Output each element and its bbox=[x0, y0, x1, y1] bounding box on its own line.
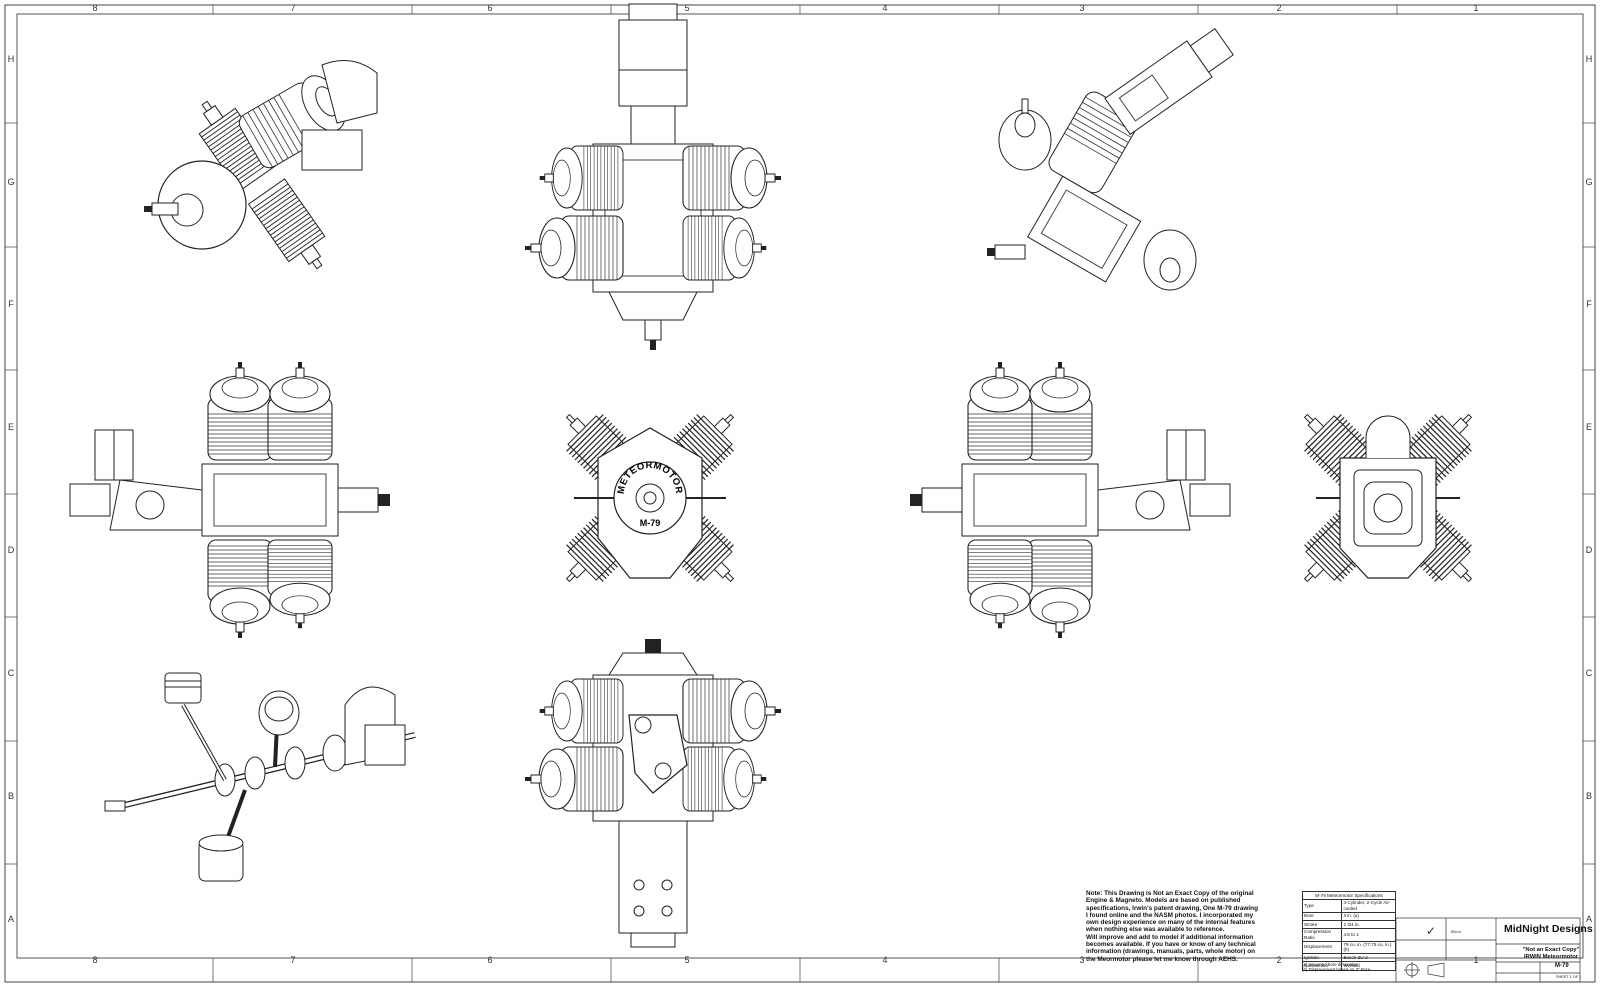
spec-footnotes: (a) Assumed bore dimension (b) Displacem… bbox=[1302, 962, 1396, 972]
zone-column-label: 4 bbox=[882, 955, 888, 965]
exploded-view-internals bbox=[104, 672, 416, 882]
zone-row-label: E bbox=[1585, 422, 1592, 432]
zone-column-label: 7 bbox=[290, 3, 296, 13]
spec-value: 2 3/4 in. bbox=[1341, 919, 1396, 930]
zone-row-label: G bbox=[1585, 177, 1593, 187]
spec-value: 4.8 to 1 bbox=[1341, 928, 1396, 942]
zone-row-label: G bbox=[7, 177, 15, 187]
drawing-note: Note: This Drawing is Not an Exact Copy … bbox=[1086, 890, 1286, 963]
zone-row-label: A bbox=[7, 914, 14, 924]
zone-column-label: 5 bbox=[684, 3, 690, 13]
drawn-by-name: JBlend bbox=[1450, 930, 1461, 934]
isometric-view-front bbox=[144, 60, 378, 281]
company-name: MidNight Designs bbox=[1504, 923, 1593, 935]
note-line: Will improve and add to model if additio… bbox=[1086, 933, 1254, 941]
note-line: I found online and the NASM photos. I in… bbox=[1086, 911, 1254, 919]
zone-row-label: C bbox=[1585, 668, 1593, 678]
spec-value: Bosch ZU-2 bbox=[1341, 952, 1396, 963]
zone-row-label: E bbox=[7, 422, 14, 432]
zone-row-label: H bbox=[1585, 54, 1593, 64]
approval-check-icon: ✓ bbox=[1426, 924, 1437, 938]
top-view bbox=[524, 3, 782, 350]
zone-column-label: 6 bbox=[487, 955, 493, 965]
zone-column-label: 1 bbox=[1473, 955, 1479, 965]
zone-row-label: B bbox=[7, 791, 14, 801]
spec-value: 3 in. (a) bbox=[1341, 911, 1396, 921]
zone-row-label: F bbox=[1586, 299, 1592, 309]
note-line: information (drawings, manuals, parts, w… bbox=[1086, 948, 1256, 956]
note-line: Note: This Drawing is Not an Exact Copy … bbox=[1086, 890, 1254, 897]
note-line: own design experience on many of the int… bbox=[1086, 919, 1256, 927]
note-line: specifications, Irwin's patent drawing, … bbox=[1086, 904, 1258, 912]
zone-column-label: 8 bbox=[92, 3, 98, 13]
footnote: (b) Displacement based on 3" Bore bbox=[1302, 967, 1371, 972]
rear-view-x bbox=[1286, 396, 1490, 600]
zone-column-label: 6 bbox=[487, 3, 493, 13]
bottom-view bbox=[524, 639, 782, 948]
zone-column-label: 3 bbox=[1079, 3, 1085, 13]
side-view-right bbox=[910, 361, 1231, 639]
drawing-title-line1: "Not an Exact Copy" bbox=[1522, 947, 1580, 953]
isometric-view-rear bbox=[987, 27, 1234, 291]
spec-label: Displacement bbox=[1301, 940, 1343, 954]
zone-column-label: 1 bbox=[1473, 3, 1479, 13]
footnote: (a) Assumed bore dimension bbox=[1302, 962, 1358, 967]
zone-column-label: 7 bbox=[290, 955, 296, 965]
note-line: the Meormotor please let me know through… bbox=[1086, 955, 1238, 963]
sheet-border bbox=[4, 4, 1596, 983]
engine-model-label: M-79 bbox=[640, 518, 661, 528]
spec-label: Compression Ratio bbox=[1301, 928, 1343, 942]
sheet-number: SHEET 1 OF 1 bbox=[1556, 975, 1582, 979]
zone-column-label: 2 bbox=[1276, 955, 1282, 965]
side-view-left bbox=[69, 361, 390, 639]
spec-label: Bore bbox=[1301, 911, 1343, 921]
zone-column-label: 2 bbox=[1276, 3, 1282, 13]
spec-label: Ignition bbox=[1301, 952, 1343, 963]
spec-value: 4-Cylinder, 2-Cycle Air-cooled bbox=[1341, 899, 1396, 913]
zone-row-label: A bbox=[1585, 914, 1592, 924]
zone-row-label: F bbox=[8, 299, 14, 309]
zone-row-label: D bbox=[1585, 545, 1593, 555]
zone-row-label: C bbox=[7, 668, 15, 678]
zone-column-label: 3 bbox=[1079, 955, 1085, 965]
zone-row-label: D bbox=[7, 545, 15, 555]
drawing-title-line2: IRWIN Meteormotor bbox=[1524, 954, 1578, 960]
spec-value: Winfield bbox=[1341, 961, 1396, 971]
specs-title: M-79 Meteormotor Specifications bbox=[1302, 890, 1396, 901]
zone-column-label: 5 bbox=[684, 955, 690, 965]
title-block-frame bbox=[1395, 917, 1581, 983]
note-line: when nothing else was available to refer… bbox=[1086, 926, 1225, 934]
note-line: Engine & Magneto. Models are based on pu… bbox=[1086, 897, 1241, 905]
spec-label: Stroke bbox=[1301, 919, 1343, 930]
zone-column-label: 4 bbox=[882, 3, 888, 13]
zone-row-label: H bbox=[7, 54, 15, 64]
note-line: becomes available. If you have or know o… bbox=[1086, 941, 1256, 949]
spec-value: 79 cu. in. (77.75 cu. in.) (b) bbox=[1341, 940, 1396, 954]
spec-label: Carburetion bbox=[1301, 961, 1343, 971]
zone-column-label: 8 bbox=[92, 955, 98, 965]
drawing-number: M-79 bbox=[1555, 963, 1569, 969]
spec-label: Type bbox=[1301, 899, 1343, 913]
front-view-x: METEORMOTOR M-79 bbox=[548, 396, 752, 600]
zone-row-label: B bbox=[1585, 791, 1592, 801]
